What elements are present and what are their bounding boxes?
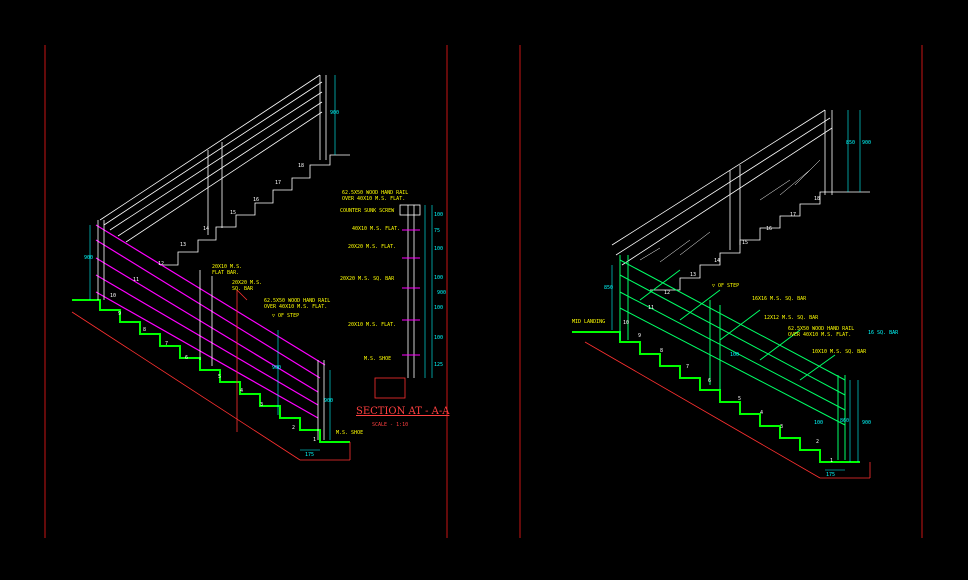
left-flat-bar-note: 20X10 M.S. FLAT BAR. [212,264,243,276]
right-dim-bottom: 175 [826,472,836,478]
left-dim-left: 900 [84,255,94,261]
left-step-11: 11 [133,277,140,283]
left-dim-top: 900 [330,110,340,116]
left-step-1: 1 [313,437,317,443]
left-step-4: 4 [240,388,244,394]
right-step-8: 8 [660,348,664,354]
right-rail-infill [619,255,846,460]
section-dim-overall: 900 [437,290,447,296]
left-hand-rail-note: 62.5X50 WOOD HAND RAIL OVER 40X10 M.S. F… [264,298,331,310]
section-dim-7: 125 [434,362,444,368]
left-step-8: 8 [143,327,147,333]
section-a-a [374,204,433,399]
right-step-12: 12 [664,290,671,296]
left-sq-bar-note: 20X20 M.S. SQ. BAR [232,280,263,292]
right-stringer [584,341,871,479]
left-step-7: 7 [165,341,169,347]
right-nosing-note: ▽ OF STEP [712,283,740,289]
right-step-18: 18 [814,196,821,202]
right-dim-low1: 860 [840,418,850,424]
left-step-5: 5 [218,374,222,380]
section-dim-3: 100 [434,246,444,252]
right-dim-overall: 900 [862,420,872,426]
right-step-2: 2 [816,439,820,445]
right-step-3: 3 [780,424,784,430]
right-bar10-note: 10X10 M.S. SQ. BAR [812,349,867,355]
mid-landing-label: MID LANDING [572,319,606,325]
section-title: SECTION AT - A-A [356,406,450,417]
section-dim-4: 100 [434,275,444,281]
left-dim-mid: 900 [272,365,282,371]
right-step-7: 7 [686,364,690,370]
right-step-13: 13 [690,272,697,278]
section-note-flat40: 40X10 M.S. FLAT. [352,226,401,232]
left-handrails [95,224,326,419]
left-step-6: 6 [185,355,189,361]
right-upper-flight [611,109,870,291]
right-step-9: 9 [638,333,642,339]
right-step-1: 1 [830,458,834,464]
left-posts [97,220,325,440]
right-dim-center: 100 [730,352,740,358]
left-step-18: 18 [298,163,305,169]
section-note-hand-rail: 62.5X50 WOOD HAND RAIL OVER 40X10 M.S. F… [342,190,409,202]
left-step-13: 13 [180,242,187,248]
left-dim-lines [89,75,336,451]
right-step-17: 17 [790,212,797,218]
left-dim-low: 900 [324,398,334,404]
right-dim-lines [611,110,861,471]
right-step-10: 10 [623,320,630,326]
section-note-screw: COUNTER SUNK SCREW [340,208,395,214]
right-bar12-note: 12X12 M.S. SQ. BAR [764,315,819,321]
section-note-sqbar: 20X20 M.S. SQ. BAR [340,276,395,282]
left-step-12: 12 [158,261,165,267]
left-stair-elevation [71,74,351,461]
left-step-17: 17 [275,180,282,186]
left-step-3: 3 [260,402,264,408]
section-dim-2: 75 [434,228,441,234]
left-nosing-note: ▽ OF STEP [272,313,300,319]
right-stair-elevation [572,109,871,479]
left-dim-bottom: 175 [305,452,315,458]
right-step-16: 16 [766,226,773,232]
left-upper-flight [99,74,350,266]
section-dim-5: 100 [434,305,444,311]
section-note-flat10: 20X10 M.S. FLAT. [348,322,397,328]
right-step-6: 6 [708,378,712,384]
right-step-14: 14 [714,258,721,264]
left-step-16: 16 [253,197,260,203]
left-shoe-note: M.S. SHOE [336,430,364,436]
left-stringer [71,311,351,461]
right-dim-left: 850 [604,285,614,291]
left-step-10: 10 [110,293,117,299]
right-hand-rail-note: 62.5X50 WOOD HAND RAIL OVER 40X10 M.S. F… [788,326,855,338]
right-step-15: 15 [742,240,749,246]
right-dim-low2: 100 [814,420,824,426]
right-step-4: 4 [760,410,764,416]
right-dim-top2: 900 [862,140,872,146]
section-dim-1: 100 [434,212,444,218]
right-dim-overall-v: 16 SQ. BAR [868,330,899,336]
left-step-2: 2 [292,425,296,431]
left-step-14: 14 [203,226,210,232]
right-step-5: 5 [738,396,742,402]
sheet-frame [44,45,923,538]
right-lower-flight-treads [572,331,860,463]
section-dim-6: 100 [434,335,444,341]
right-dim-top: 850 [846,140,856,146]
left-cut-line [236,289,248,432]
right-bar16-note: 16X16 M.S. SQ. BAR [752,296,807,302]
left-step-9: 9 [118,311,122,317]
right-upper-infill [639,159,821,263]
left-lower-flight-treads [72,299,350,443]
section-note-shoe: M.S. SHOE [364,356,392,362]
right-step-11: 11 [648,305,655,311]
section-scale: SCALE - 1:10 [372,422,409,428]
section-note-flat20: 20X20 M.S. FLAT. [348,244,397,250]
left-step-15: 15 [230,210,237,216]
